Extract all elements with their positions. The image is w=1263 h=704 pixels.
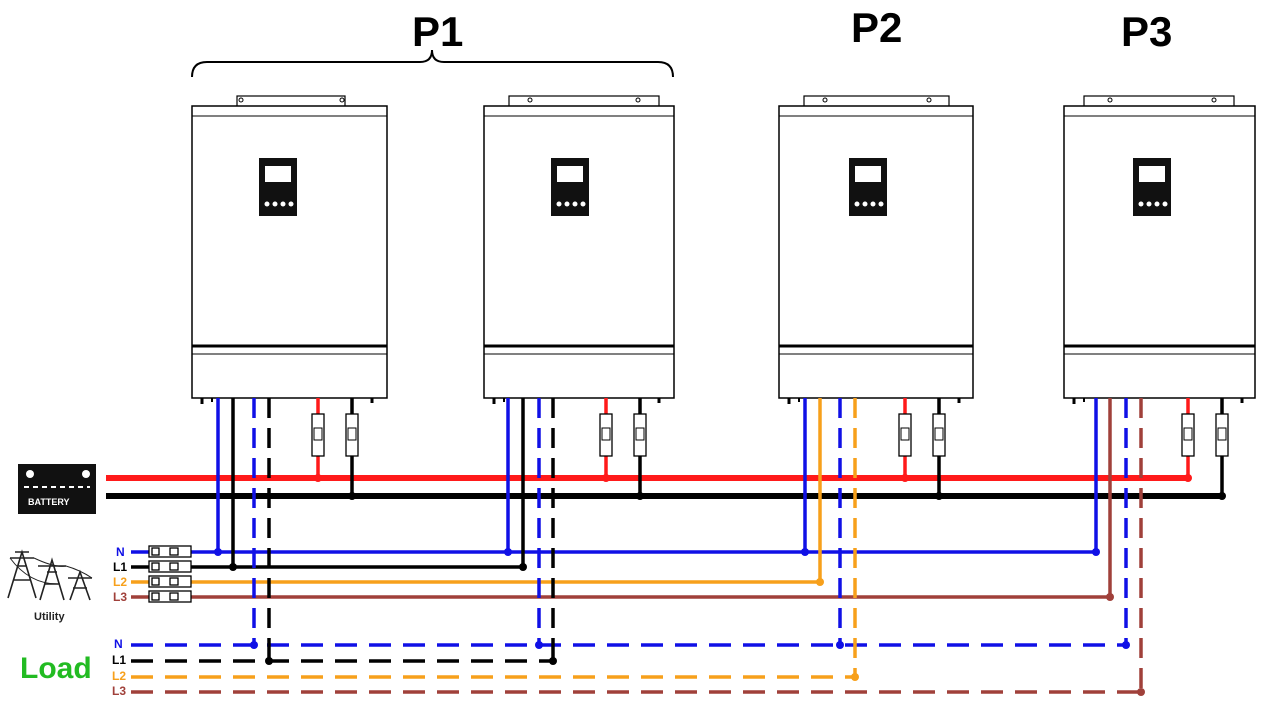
- load-line-label-n: N: [114, 637, 123, 651]
- utility-pylon-icon: [7, 549, 93, 601]
- battery-icon: BATTERY: [18, 464, 96, 514]
- utility-line-label-l3: L3: [113, 590, 127, 604]
- battery-label: BATTERY: [28, 497, 70, 507]
- load-line-label-l3: L3: [112, 684, 126, 698]
- inverter-unit-4: [1063, 95, 1256, 404]
- inverter-unit-2: [483, 95, 675, 404]
- utility-label: Utility: [34, 611, 65, 623]
- group-label-p1: P1: [412, 8, 463, 55]
- load-line-label-l2: L2: [112, 669, 126, 683]
- utility-line-label-l1: L1: [113, 560, 127, 574]
- load-label: Load: [20, 652, 92, 685]
- unit-2-wiring: [504, 398, 647, 665]
- load-line-label-l1: L1: [112, 653, 126, 667]
- utility-line-label-n: N: [116, 545, 125, 559]
- inverter-unit-3: [778, 95, 974, 404]
- unit-3-wiring: [801, 398, 946, 681]
- group-label-p3: P3: [1121, 8, 1172, 55]
- unit-1-wiring: [214, 398, 359, 665]
- inverter-unit-1: [191, 95, 388, 404]
- group-label-p2: P2: [851, 4, 902, 51]
- utility-line-label-l2: L2: [113, 575, 127, 589]
- utility-breaker-block: [148, 545, 192, 603]
- unit-4-wiring: [1092, 398, 1229, 696]
- p1-brace: [191, 49, 674, 78]
